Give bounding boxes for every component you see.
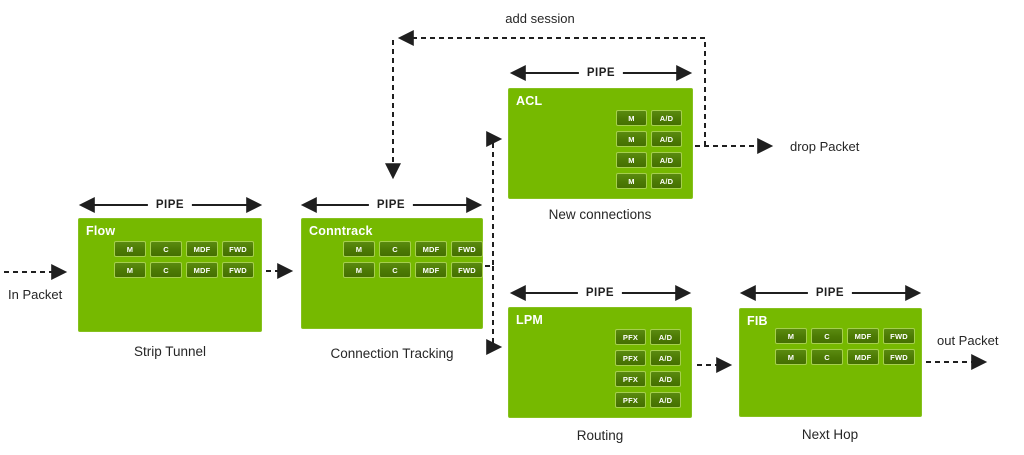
flow-pipe-box: Flow M C MDF FWD M C MDF FWD (78, 218, 262, 332)
table-cell: M (343, 262, 375, 278)
table-cell: A/D (650, 392, 681, 408)
table-cell: A/D (650, 350, 681, 366)
table-cell: C (150, 262, 182, 278)
table-cell: FWD (222, 262, 254, 278)
pipe-label-acl: PIPE (578, 67, 624, 79)
flow-entry-table: M C MDF FWD M C MDF FWD (114, 241, 254, 278)
table-cell: A/D (650, 329, 681, 345)
fib-entry-table: M C MDF FWD M C MDF FWD (775, 328, 915, 365)
lpm-pipe-box: LPM PFX A/D PFX A/D PFX A/D PFX A/D (508, 307, 692, 418)
caption-next-hop: Next Hop (801, 427, 859, 442)
table-cell: C (811, 349, 843, 365)
table-cell: M (343, 241, 375, 257)
pipe-label-flow: PIPE (147, 199, 193, 211)
conntrack-to-lpm-connector (486, 266, 503, 355)
table-cell: FWD (451, 241, 483, 257)
table-cell: M (114, 241, 146, 257)
table-cell: FWD (883, 349, 915, 365)
conntrack-box-title: Conntrack (309, 224, 373, 238)
conntrack-pipe-box: Conntrack M C MDF FWD M C MDF FWD (301, 218, 483, 329)
table-cell: M (114, 262, 146, 278)
table-cell: C (150, 241, 182, 257)
table-cell: PFX (615, 371, 646, 387)
caption-new-connections: New connections (548, 207, 652, 222)
drop-packet-label: drop Packet (790, 139, 860, 154)
table-cell: FWD (883, 328, 915, 344)
lpm-box-title: LPM (516, 313, 543, 327)
acl-pipe-box: ACL M A/D M A/D M A/D M A/D (508, 88, 693, 199)
table-cell: MDF (415, 241, 447, 257)
flow-box-title: Flow (86, 224, 116, 238)
table-cell: A/D (651, 152, 682, 168)
caption-routing: Routing (576, 428, 624, 443)
table-cell: A/D (650, 371, 681, 387)
acl-box-title: ACL (516, 94, 543, 108)
table-cell: MDF (186, 241, 218, 257)
in-packet-label: In Packet (8, 287, 63, 302)
table-cell: M (775, 328, 807, 344)
out-packet-label: out Packet (937, 333, 999, 348)
conntrack-entry-table: M C MDF FWD M C MDF FWD (343, 241, 483, 278)
caption-strip-tunnel: Strip Tunnel (133, 344, 207, 359)
table-cell: C (379, 262, 411, 278)
table-cell: PFX (615, 392, 646, 408)
table-cell: M (775, 349, 807, 365)
table-cell: C (379, 241, 411, 257)
pipe-label-fib: PIPE (807, 287, 853, 299)
table-cell: FWD (451, 262, 483, 278)
table-cell: M (616, 152, 647, 168)
table-cell: M (616, 110, 647, 126)
table-cell: A/D (651, 173, 682, 189)
table-cell: A/D (651, 110, 682, 126)
add-session-label: add session (505, 11, 575, 26)
table-cell: MDF (186, 262, 218, 278)
table-cell: A/D (651, 131, 682, 147)
acl-entry-table: M A/D M A/D M A/D M A/D (616, 110, 682, 189)
caption-connection-tracking: Connection Tracking (330, 346, 454, 361)
conntrack-to-acl-connector (485, 131, 503, 267)
lpm-entry-table: PFX A/D PFX A/D PFX A/D PFX A/D (615, 329, 681, 408)
table-cell: C (811, 328, 843, 344)
pipe-label-conntrack: PIPE (368, 199, 414, 211)
table-cell: M (616, 173, 647, 189)
table-cell: PFX (615, 329, 646, 345)
table-cell: MDF (847, 328, 879, 344)
table-cell: FWD (222, 241, 254, 257)
table-cell: MDF (415, 262, 447, 278)
table-cell: M (616, 131, 647, 147)
table-cell: PFX (615, 350, 646, 366)
fib-pipe-box: FIB M C MDF FWD M C MDF FWD (739, 308, 922, 417)
pipe-label-lpm: PIPE (577, 287, 623, 299)
table-cell: MDF (847, 349, 879, 365)
fib-box-title: FIB (747, 314, 768, 328)
